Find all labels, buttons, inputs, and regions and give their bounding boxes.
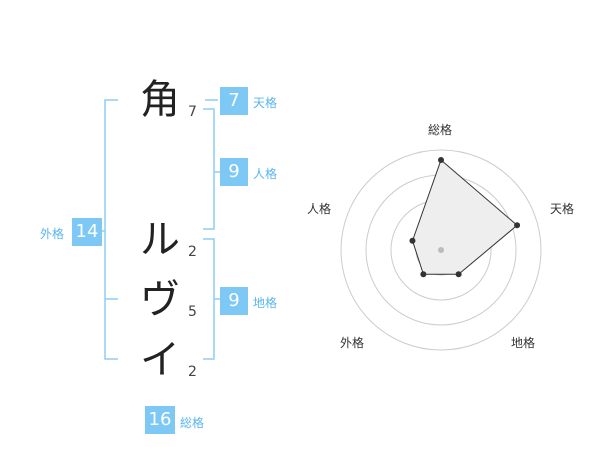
radar-center-dot [438,247,444,253]
radar-grid-ring-4 [340,149,542,351]
radar-axis-label-chikaku: 地格 [511,336,536,350]
radar-axis-label-tenkaku: 天格 [550,202,575,216]
stroke-count-4: 2 [188,364,197,380]
soukaku-label: 総格 [180,416,205,430]
stroke-count-1: 7 [188,104,197,120]
radar-axis-label-jinkaku: 人格 [307,202,332,216]
chikaku-badge: 9 [220,287,248,315]
name-char-1: 角 [140,77,180,123]
radar-point-2 [455,271,462,278]
radar-polygon [411,159,518,275]
tenkaku-badge: 7 [220,87,248,115]
jinkaku-bracket [203,108,215,230]
gaikaku-badge: 14 [72,218,102,246]
tenkaku-label: 天格 [253,96,278,110]
name-char-3: ヴ [140,277,180,323]
radar-points [409,157,521,278]
soukaku-badge: 16 [145,406,175,434]
stroke-count-3: 5 [188,304,197,320]
gaikaku-bracket [104,99,118,360]
radar-axis-label-soukaku: 総格 [428,123,453,137]
radar-axis-label-gaikaku: 外格 [340,336,365,350]
gaikaku-label: 外格 [40,227,65,241]
jinkaku-badge: 9 [220,158,248,186]
chikaku-label: 地格 [253,296,278,310]
radar-point-3 [420,271,427,278]
radar-point-4 [409,237,416,244]
radar-point-1 [514,222,521,229]
name-char-2: ル [140,217,180,263]
jinkaku-label: 人格 [253,167,278,181]
name-char-4: イ [140,337,180,383]
stroke-count-2: 2 [188,244,197,260]
radar-point-0 [438,157,444,163]
